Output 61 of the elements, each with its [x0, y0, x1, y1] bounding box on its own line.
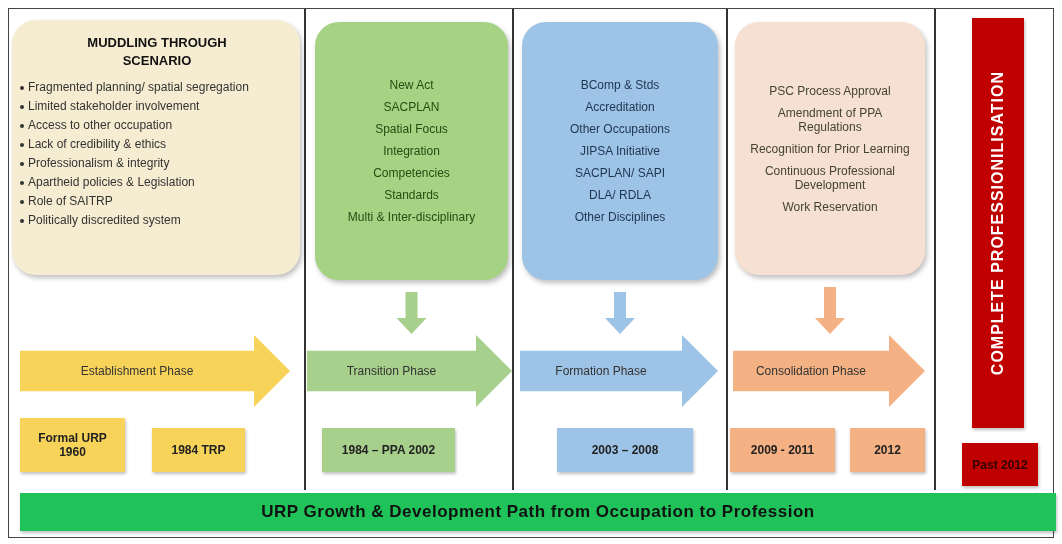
- item-label: Standards: [384, 188, 439, 202]
- down-arrow: [815, 287, 845, 334]
- phase-banner: [733, 335, 925, 407]
- date-box: [322, 428, 455, 472]
- item-label: SACPLAN/ SAPI: [574, 166, 665, 180]
- item-label: Other Disciplines: [574, 210, 666, 224]
- bullet-item: Professionalism & integrity: [28, 156, 170, 170]
- item-label: Competencies: [373, 166, 450, 180]
- down-arrow: [396, 292, 427, 334]
- phase-label: Formation Phase: [555, 364, 647, 378]
- date-box: [20, 418, 125, 472]
- item-label: Continuous Professional Development: [763, 163, 897, 192]
- item-label: DLA/ RDLA: [589, 188, 651, 202]
- item-label: PSC Process Approval: [769, 83, 891, 98]
- bullet-item: Limited stakeholder involvement: [28, 99, 200, 113]
- phase-label: Establishment Phase: [80, 364, 194, 378]
- card-heading: MUDDLING THROUGH SCENARIO: [86, 34, 228, 70]
- bullet-item: Role of SAITRP: [28, 194, 113, 208]
- item-label: Multi & Inter-disciplinary: [347, 210, 476, 224]
- item-label: Work Reservation: [782, 199, 878, 214]
- date-box: [962, 443, 1038, 486]
- bullet-item: Fragmented planning/ spatial segregation: [28, 80, 249, 94]
- date-label: Formal URP 1960: [37, 431, 108, 459]
- item-label: New Act: [389, 78, 434, 92]
- date-label: 2009 - 2011: [750, 443, 815, 457]
- date-label: 1984 TRP: [171, 443, 226, 457]
- bullet-item: Access to other occupation: [28, 118, 173, 132]
- phase-banner: [20, 335, 290, 407]
- item-label: Recognition for Prior Learning: [750, 141, 910, 156]
- banner-title: COMPLETE PROFESSIONILISATION: [991, 70, 1005, 376]
- item-label: Spatial Focus: [375, 122, 448, 136]
- milestone-card: [315, 22, 508, 280]
- phase-label: Consolidation Phase: [755, 364, 867, 378]
- scenario-card: [12, 20, 300, 275]
- bullet-item: Apartheid policies & Legislation: [28, 175, 195, 189]
- item-label: Other Occupations: [569, 122, 671, 136]
- down-arrow: [605, 292, 635, 334]
- date-box: [850, 428, 925, 472]
- bullet-item: Lack of credibility & ethics: [28, 137, 167, 151]
- item-label: Amendment of PPA Regulations: [776, 105, 884, 134]
- item-label: Integration: [383, 144, 440, 158]
- phase-banner: [520, 335, 718, 407]
- phase-banner: [307, 335, 512, 407]
- item-label: Accreditation: [585, 100, 655, 114]
- item-label: BComp & Stds: [580, 78, 660, 92]
- item-label: SACPLAN: [383, 100, 440, 114]
- date-box: [152, 428, 245, 472]
- date-label: Past 2012: [972, 457, 1028, 472]
- milestone-card: [522, 22, 718, 280]
- milestone-card: [735, 22, 925, 275]
- date-label: 1984 – PPA 2002: [341, 443, 436, 457]
- phase-label: Transition Phase: [346, 364, 437, 378]
- vertical-banner: [972, 18, 1024, 428]
- bullet-item: Politically discredited system: [28, 213, 181, 227]
- date-box: [730, 428, 835, 472]
- date-label: 2012: [874, 443, 901, 457]
- banner-title: URP Growth & Development Path from Occupation to Profession: [261, 505, 815, 519]
- item-label: JIPSA Initiative: [579, 144, 660, 158]
- path-banner: [20, 493, 1056, 531]
- date-label: 2003 – 2008: [591, 443, 659, 457]
- date-box: [557, 428, 693, 472]
